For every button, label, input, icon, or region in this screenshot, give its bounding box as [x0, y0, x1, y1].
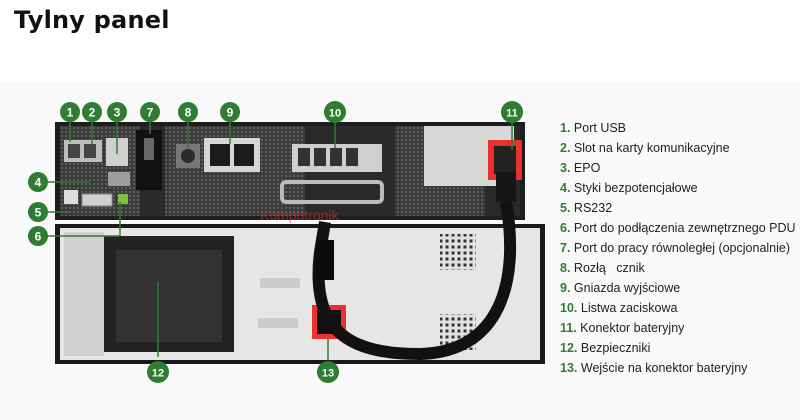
legend-number: 1. — [560, 121, 571, 135]
legend-number: 6. — [560, 221, 571, 235]
legend-label: Port do podłączenia zewnętrznego PDU — [573, 221, 796, 235]
svg-text:10: 10 — [329, 108, 341, 120]
callout-leaders — [48, 122, 513, 360]
svg-text:6: 6 — [35, 230, 42, 244]
legend-label: Gniazda wyjściowe — [573, 281, 681, 295]
legend-number: 7. — [560, 241, 571, 255]
legend-number: 10. — [560, 301, 578, 315]
callout-3: 3 — [107, 102, 127, 122]
legend-list: 1. Port USB 2. Slot na karty komunikacyj… — [560, 118, 800, 378]
callout-6: 6 — [28, 226, 48, 246]
legend-label: EPO — [573, 161, 601, 175]
legend-item: 5. RS232 — [560, 198, 800, 218]
output-sockets — [204, 138, 260, 172]
svg-text:12: 12 — [152, 368, 164, 380]
page-title: Tylny panel — [14, 6, 170, 34]
callout-9: 9 — [220, 102, 240, 122]
legend-item: 9. Gniazda wyjściowe — [560, 278, 800, 298]
legend-number: 3. — [560, 161, 571, 175]
svg-text:11: 11 — [506, 108, 518, 120]
svg-text:2: 2 — [89, 106, 96, 120]
legend-item: 12. Bezpieczniki — [560, 338, 800, 358]
svg-text:3: 3 — [114, 106, 121, 120]
callout-8: 8 — [178, 102, 198, 122]
legend-item: 13. Wejście na konektor bateryjny — [560, 358, 800, 378]
callout-1: 1 — [60, 102, 80, 122]
battery-connector — [488, 140, 522, 202]
legend-label: Rozłą cznik — [573, 261, 645, 275]
legend-label: Port USB — [573, 121, 627, 135]
legend-label: Konektor bateryjny — [580, 321, 685, 335]
legend-label: Styki bezpotencjałowe — [573, 181, 698, 195]
legend-item: 11. Konektor bateryjny — [560, 318, 800, 338]
legend-label: Wejście na konektor bateryjny — [580, 361, 748, 375]
legend-number: 2. — [560, 141, 571, 155]
breaker — [176, 144, 200, 168]
legend-label: Bezpieczniki — [580, 341, 651, 355]
battery-unit — [55, 224, 545, 364]
ups-rear-panel-photo: Komputronik 1 2 3 4 5 6 7 8 9 10 11 12 1… — [28, 101, 545, 383]
svg-text:8: 8 — [185, 106, 192, 120]
legend-number: 9. — [560, 281, 571, 295]
terminal-strip — [280, 144, 384, 204]
watermark: Komputronik — [260, 207, 340, 223]
legend-label: Listwa zaciskowa — [580, 301, 678, 315]
svg-text:1: 1 — [67, 106, 74, 120]
legend-item: 8. Rozłą cznik — [560, 258, 800, 278]
legend-label: RS232 — [573, 201, 613, 215]
legend-item: 1. Port USB — [560, 118, 800, 138]
svg-text:13: 13 — [322, 368, 334, 380]
legend-item: 10. Listwa zaciskowa — [560, 298, 800, 318]
legend-item: 4. Styki bezpotencjałowe — [560, 178, 800, 198]
legend-item: 6. Port do podłączenia zewnętrznego PDU — [560, 218, 800, 238]
legend-number: 12. — [560, 341, 578, 355]
legend-item: 3. EPO — [560, 158, 800, 178]
legend-item: 2. Slot na karty komunikacyjne — [560, 138, 800, 158]
callout-badges: 1 2 3 4 5 6 7 8 9 10 11 12 13 — [28, 101, 523, 383]
callout-2: 2 — [82, 102, 102, 122]
ups-unit — [55, 122, 525, 220]
legend-number: 11. — [560, 321, 577, 335]
svg-text:9: 9 — [227, 106, 234, 120]
callout-10: 10 — [324, 101, 346, 123]
legend-label: Port do pracy równoległej (opcjonalnie) — [573, 241, 791, 255]
svg-text:5: 5 — [35, 206, 42, 220]
callout-4: 4 — [28, 172, 48, 192]
legend-number: 5. — [560, 201, 571, 215]
callout-5: 5 — [28, 202, 48, 222]
svg-text:4: 4 — [35, 176, 42, 190]
callout-13: 13 — [317, 361, 339, 383]
legend-item: 7. Port do pracy równoległej (opcjonalni… — [560, 238, 800, 258]
callout-7: 7 — [140, 102, 160, 122]
legend-label: Slot na karty komunikacyjne — [573, 141, 730, 155]
legend-number: 8. — [560, 261, 571, 275]
legend-number: 4. — [560, 181, 571, 195]
callout-11: 11 — [501, 101, 523, 123]
legend-number: 13. — [560, 361, 578, 375]
callout-12: 12 — [147, 361, 169, 383]
svg-text:7: 7 — [147, 106, 154, 120]
